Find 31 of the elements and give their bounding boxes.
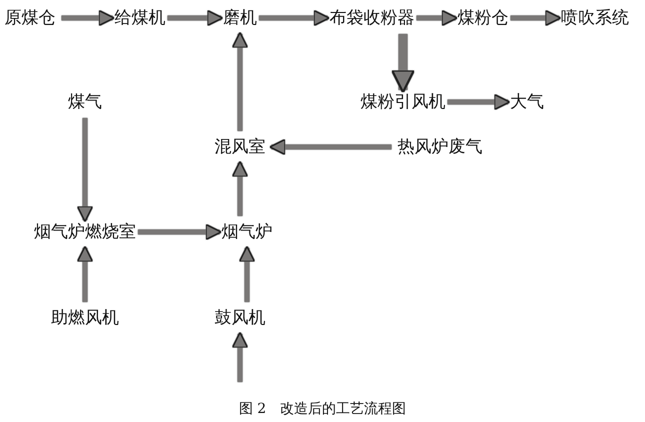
figure-caption: 图 2 改造后的工艺流程图 [238,401,406,417]
arrow [269,138,392,156]
process-label: 大气 [510,92,544,112]
arrow [232,32,248,131]
arrow [76,246,94,302]
process-label: 助燃风机 [51,308,119,328]
process-label: 原煤仓 [4,8,56,28]
arrow [238,246,256,302]
arrow [232,332,248,382]
arrow [232,160,248,216]
arrow [416,10,458,26]
process-label: 磨机 [223,8,257,28]
process-label: 热风炉废气 [398,137,482,157]
arrow [76,118,94,222]
arrow [62,10,115,26]
process-label: 混风室 [214,137,266,157]
arrow [168,10,224,26]
arrow [448,94,510,110]
process-label: 煤气 [68,92,102,112]
process-label: 喷吹系统 [561,8,629,28]
process-label: 布袋收粉器 [330,8,414,28]
arrow [391,34,415,94]
process-label: 给煤机 [114,8,166,28]
process-label: 煤粉引风机 [360,92,446,112]
arrow [138,224,222,240]
process-label: 烟气炉 [222,222,272,242]
process-label: 煤粉仓 [458,8,508,28]
arrow [259,10,330,26]
process-label: 鼓风机 [214,308,266,328]
process-label: 烟气炉燃烧室 [34,222,136,242]
arrow [510,10,562,26]
